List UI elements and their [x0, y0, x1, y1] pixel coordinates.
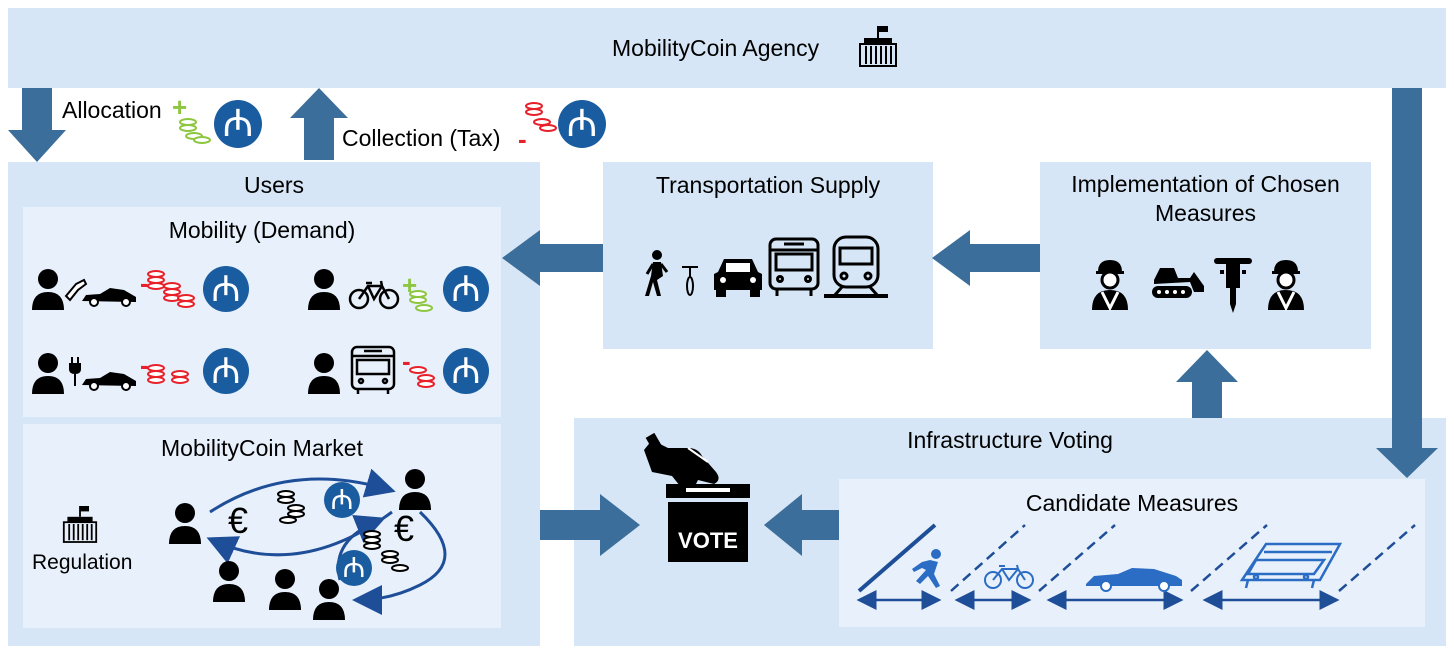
bus-icon	[1239, 542, 1343, 589]
mobility-coin-icon: ₼	[558, 100, 606, 148]
bus-icon	[768, 237, 820, 296]
coins-icon	[277, 490, 305, 524]
mobility-coin-icon: ₼	[443, 348, 489, 394]
agency-bar	[8, 8, 1446, 88]
market-panel	[23, 424, 501, 628]
person-icon	[213, 561, 245, 602]
implementation-to-supply-arrow	[932, 230, 1040, 286]
car-icon	[82, 372, 136, 391]
implementation-title-line1: Implementation of Chosen	[1071, 171, 1340, 197]
person-icon	[32, 269, 64, 310]
mobility-demand-title: Mobility (Demand)	[168, 217, 356, 243]
coins-icon	[179, 118, 211, 144]
bus-icon	[350, 345, 396, 394]
car-icon	[714, 259, 762, 297]
jackhammer-icon	[1214, 258, 1252, 313]
implementation-title-line2: Measures	[1155, 200, 1256, 226]
minus-sign: -	[140, 268, 149, 298]
mobility-coin-icon: ₼	[324, 482, 360, 518]
government-building-icon	[62, 506, 98, 543]
regulation-label: Regulation	[32, 551, 133, 574]
person-icon	[313, 579, 345, 620]
person-icon	[169, 503, 201, 544]
allocation-label: Allocation	[62, 97, 162, 123]
supply-to-users-arrow	[502, 230, 603, 286]
mobility-coin-icon: ₼	[203, 266, 249, 312]
bicycle-icon	[348, 280, 400, 310]
transportation-supply-title: Transportation Supply	[655, 172, 881, 198]
walking-person-icon	[912, 549, 941, 588]
ev-plug-icon	[69, 357, 81, 386]
collection-label: Collection (Tax)	[342, 125, 501, 151]
market-exchange-arrows	[206, 468, 447, 615]
train-icon	[824, 235, 888, 298]
coins-icon	[409, 366, 435, 388]
mobility-coin-icon: ₼	[336, 550, 372, 586]
coins-icon	[363, 530, 409, 572]
ballot-box-icon	[666, 484, 750, 562]
market-title: MobilityCoin Market	[161, 435, 363, 461]
bicycle-icon	[682, 266, 698, 296]
coins-icon	[525, 102, 557, 132]
person-icon	[32, 353, 64, 394]
person-icon	[269, 569, 301, 610]
users-title: Users	[243, 172, 305, 198]
government-building-icon	[859, 26, 897, 67]
euro-sign: €	[394, 508, 415, 549]
minus-sign: -	[402, 346, 411, 376]
allocation-arrow	[8, 88, 66, 162]
candidates-to-vote-arrow	[764, 494, 839, 556]
plus-sign: +	[172, 92, 188, 122]
minus-sign: -	[518, 124, 527, 154]
coins-icon	[147, 270, 195, 308]
infrastructure-voting-title: Infrastructure Voting	[907, 427, 1113, 453]
lane-diagram	[856, 523, 1416, 610]
person-icon	[308, 269, 340, 310]
candidate-measures-title: Candidate Measures	[1025, 490, 1239, 516]
coins-icon	[409, 290, 433, 312]
voting-to-implementation-arrow	[1176, 350, 1238, 418]
agency-title: MobilityCoin Agency	[612, 35, 820, 61]
bulldozer-icon	[1152, 268, 1204, 298]
collection-arrow	[290, 88, 348, 160]
users-to-vote-arrow	[540, 494, 640, 556]
worker-icon	[1092, 260, 1128, 312]
minus-sign: -	[140, 350, 149, 380]
worker-icon	[1268, 260, 1304, 312]
euro-sign: €	[228, 500, 249, 541]
bicycle-icon	[984, 564, 1034, 589]
mobility-coin-icon: ₼	[214, 100, 262, 148]
person-icon	[308, 353, 340, 394]
walking-person-icon	[645, 250, 669, 296]
car-icon	[82, 288, 136, 307]
hand-icon	[644, 432, 719, 490]
person-icon	[399, 469, 431, 510]
mobility-coin-icon: ₼	[203, 348, 249, 394]
coins-icon	[147, 364, 189, 384]
mobility-coin-icon: ₼	[443, 266, 489, 312]
implementation-panel	[1040, 162, 1371, 349]
fuel-nozzle-icon	[64, 278, 88, 302]
car-icon	[1086, 568, 1182, 592]
vote-label: VOTE	[678, 528, 738, 553]
agency-to-voting-arrow	[1376, 88, 1438, 478]
